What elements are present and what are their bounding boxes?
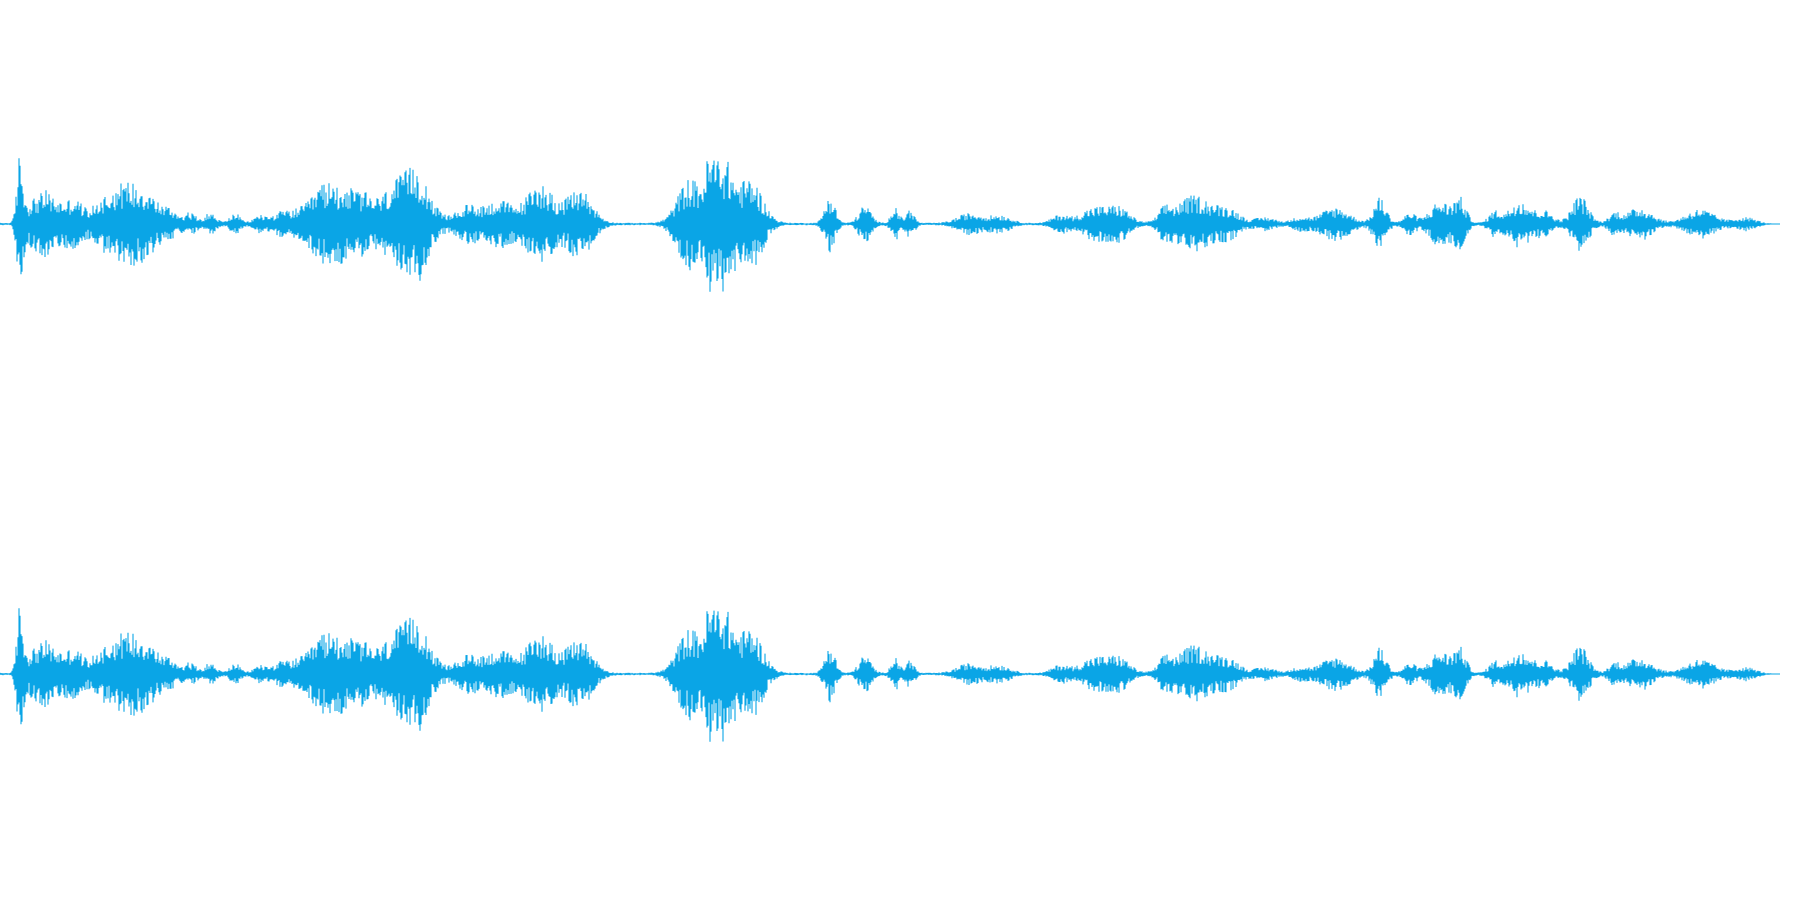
waveform-channel-right xyxy=(0,608,1780,742)
waveform-channel-left xyxy=(0,158,1780,292)
waveform-trace-left xyxy=(0,158,1780,292)
waveform-trace-right xyxy=(0,608,1780,742)
